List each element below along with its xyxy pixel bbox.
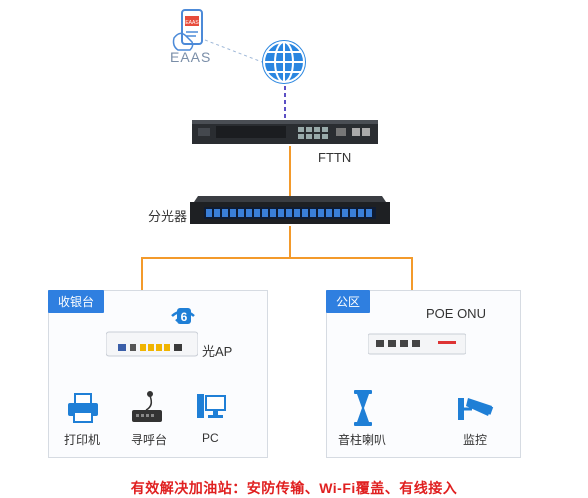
optical-ap-label: 光AP bbox=[202, 344, 233, 359]
poe-onu-label: POE ONU bbox=[426, 306, 486, 321]
diagram-caption: 有效解决加油站：安防传输、Wi-Fi覆盖、有线接入 bbox=[130, 480, 458, 496]
fttn-device bbox=[192, 118, 378, 148]
phone-icon: EAAS bbox=[172, 9, 203, 51]
eaas-link-line bbox=[204, 39, 263, 63]
surveillance-camera-icon bbox=[458, 398, 494, 420]
camera-label: 监控 bbox=[463, 433, 488, 447]
zone-public-area-tab: 公区 bbox=[326, 290, 371, 313]
printer-label: 打印机 bbox=[64, 433, 101, 447]
speaker-label: 音柱喇叭 bbox=[338, 433, 387, 447]
internet-globe-icon bbox=[262, 40, 306, 84]
zone-public-area bbox=[326, 290, 521, 458]
printer-icon bbox=[68, 393, 98, 423]
pager-microphone-icon bbox=[132, 391, 162, 422]
fttn-chassis-icon bbox=[192, 120, 378, 144]
eaas-node: EAAS EAAS bbox=[170, 8, 214, 66]
optical-ap-icon bbox=[105, 331, 199, 357]
eaas-label: EAAS bbox=[170, 49, 212, 65]
poe-onu-device bbox=[367, 330, 467, 358]
optical-ap-device bbox=[105, 330, 199, 358]
phone-screen-label: EAAS bbox=[185, 20, 199, 26]
fttn-label: FTTN bbox=[318, 150, 352, 165]
zone-cashier-tab: 收银台 bbox=[48, 290, 105, 313]
pager-label: 寻呼台 bbox=[131, 433, 168, 447]
wifi6-badge-text: 6 bbox=[181, 310, 188, 324]
splitter-chassis-icon bbox=[190, 196, 390, 224]
wifi6-icon: 6 bbox=[171, 308, 195, 324]
splitter-device bbox=[190, 196, 390, 228]
pc-label: PC bbox=[202, 431, 219, 445]
speaker-column-icon bbox=[354, 390, 372, 426]
poe-onu-icon bbox=[367, 333, 467, 355]
pc-icon bbox=[197, 394, 226, 418]
splitter-label: 分光器 bbox=[148, 209, 188, 224]
zone-cashier bbox=[48, 290, 268, 458]
